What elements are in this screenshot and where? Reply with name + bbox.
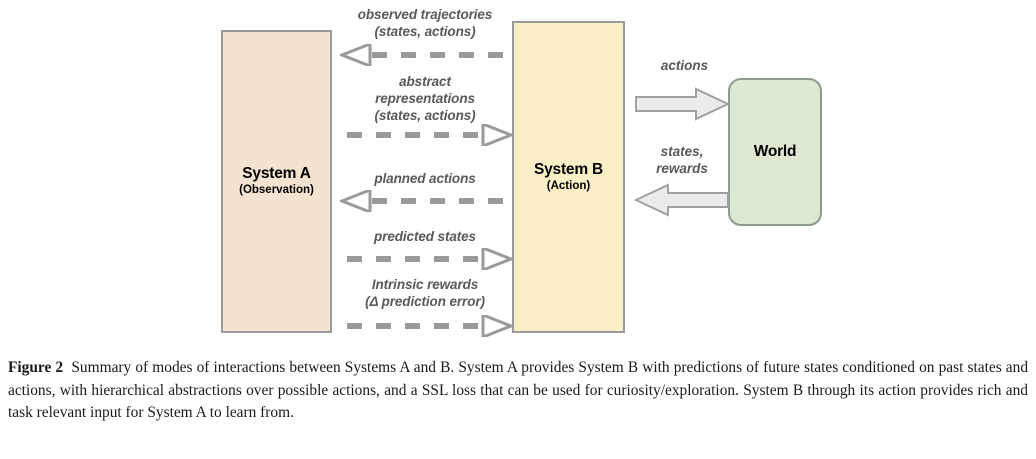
block-arrow-actions-right <box>635 87 730 121</box>
system-b-box: System B (Action) <box>512 21 625 333</box>
dashed-arrow-predicted-states-right <box>347 248 513 270</box>
system-a-subtitle: (Observation) <box>239 184 314 196</box>
world-box: World <box>728 78 822 226</box>
side-label-actions: actions <box>660 58 709 73</box>
flow-label-observed-trajectories: observed trajectories (states, actions) <box>357 7 493 39</box>
dashed-arrow-planned-actions-left <box>340 190 508 212</box>
figure-caption-text: Summary of modes of interactions between… <box>8 359 1029 422</box>
system-a-title: System A <box>242 165 311 183</box>
dashed-arrow-abstract-representations-right <box>347 124 513 146</box>
flow-label-abstract-representations: abstract representations (states, action… <box>374 74 476 123</box>
side-label-states-rewards: states, rewards <box>656 144 708 176</box>
flow-label-intrinsic-rewards: Intrinsic rewards (Δ prediction error) <box>365 277 485 309</box>
flow-label-predicted-states: predicted states <box>374 229 476 244</box>
dashed-arrow-intrinsic-rewards-right <box>347 315 513 337</box>
dashed-arrow-observed-trajectories-left <box>340 44 508 66</box>
system-a-box: System A (Observation) <box>221 30 332 333</box>
system-b-subtitle: (Action) <box>546 179 591 192</box>
flow-label-planned-actions: planned actions <box>374 171 476 186</box>
figure-caption-label: Figure 2 <box>8 359 64 376</box>
block-arrow-states-rewards-left <box>634 183 729 217</box>
system-b-title: System B <box>533 160 604 178</box>
figure-caption: Figure 2 Summary of modes of interaction… <box>8 357 1028 425</box>
world-title: World <box>753 143 797 161</box>
figure-diagram: System A (Observation) System B (Action)… <box>221 7 822 337</box>
